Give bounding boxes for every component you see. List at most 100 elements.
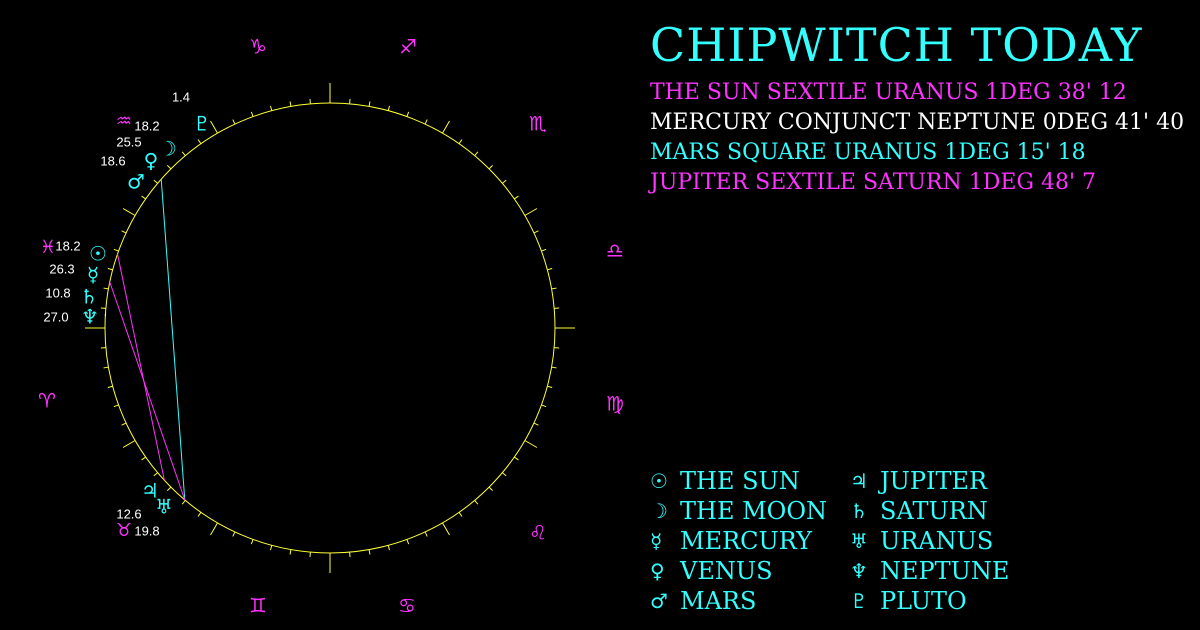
aspect-item: THE SUN SEXTILE URANUS 1DEG 38' 12 <box>650 80 1127 105</box>
neptune-icon: ♆ <box>81 305 99 329</box>
venus-icon: ♀ <box>144 149 159 173</box>
degree-label: 18.2 <box>55 238 80 253</box>
degree-tick <box>269 105 273 111</box>
legend-item: ♇PLUTO <box>850 586 1050 616</box>
saturn-icon: ♄ <box>80 285 98 309</box>
uranus-icon: ♅ <box>155 495 173 519</box>
degree-tick <box>210 120 218 134</box>
saturn-icon: ♄ <box>850 499 868 523</box>
mars-icon: ♂ <box>127 170 145 194</box>
degree-tick <box>121 230 127 234</box>
sign-marker-icon: ♉ <box>116 520 132 541</box>
legend-label: JUPITER <box>880 467 988 495</box>
sign-♈-icon: ♈ <box>38 389 56 413</box>
degree-tick <box>122 208 136 216</box>
degree-tick <box>533 422 539 426</box>
degree-tick <box>442 120 450 134</box>
degree-tick <box>442 522 450 536</box>
degree-tick <box>153 179 158 184</box>
degree-tick <box>514 456 519 461</box>
venus-icon: ♀ <box>650 559 665 583</box>
aspect-item: MERCURY CONJUNCT NEPTUNE 0DEG 41' 40 <box>650 110 1185 135</box>
degree-tick <box>424 119 428 125</box>
degree-tick <box>547 385 553 389</box>
natal-chart-wheel: ♑♐♏♎♍♌♋♊♈♇☽♀♂☉☿♄♆♃♅1.418.225.518.618.226… <box>38 35 624 618</box>
sun-icon: ☉ <box>89 242 107 266</box>
sign-♎-icon: ♎ <box>606 239 624 263</box>
degree-tick <box>488 165 493 170</box>
sign-♋-icon: ♋ <box>398 594 416 618</box>
degree-tick <box>250 111 254 117</box>
legend-item: ☉THE SUN <box>650 466 850 496</box>
mercury-icon: ☿ <box>650 529 663 553</box>
degree-label: 18.6 <box>100 153 125 168</box>
legend-item: ♄SATURN <box>850 496 1050 526</box>
pluto-icon: ♇ <box>850 589 868 613</box>
degree-label: 26.3 <box>49 261 74 276</box>
degree-tick <box>533 230 539 234</box>
legend-item: ☿ MERCURY <box>650 526 850 556</box>
jupiter-icon: ♃ <box>850 469 868 493</box>
moon-icon: ☽ <box>650 499 668 523</box>
degree-label: 19.8 <box>134 523 159 538</box>
degree-tick <box>107 267 113 271</box>
degree-tick <box>474 151 479 156</box>
degree-tick <box>488 486 493 491</box>
degree-tick <box>524 440 538 448</box>
sign-♐-icon: ♐ <box>399 35 417 59</box>
legend-label: THE MOON <box>680 497 828 525</box>
sign-marker-icon: ♓ <box>40 237 56 258</box>
legend-label: MERCURY <box>680 527 812 555</box>
degree-tick <box>141 195 146 200</box>
degree-tick <box>458 139 463 144</box>
mars-icon: ♂ <box>650 589 668 613</box>
degree-label: 12.6 <box>116 506 141 521</box>
degree-tick <box>541 404 547 408</box>
degree-tick <box>551 287 557 290</box>
degree-tick <box>387 105 391 111</box>
degree-tick <box>122 440 136 448</box>
degree-tick <box>406 111 410 117</box>
degree-tick <box>502 179 507 184</box>
aspect-item: MARS SQUARE URANUS 1DEG 15' 18 <box>650 140 1086 165</box>
degree-tick <box>153 472 158 477</box>
aspect-line <box>160 179 186 500</box>
moon-icon: ☽ <box>159 137 177 161</box>
degree-tick <box>514 195 519 200</box>
legend-label: NEPTUNE <box>880 557 1010 585</box>
degree-tick <box>368 549 371 555</box>
degree-tick <box>368 101 371 107</box>
degree-tick <box>250 539 254 545</box>
degree-tick <box>289 101 292 107</box>
degree-tick <box>547 267 553 271</box>
sign-♏-icon: ♏ <box>529 112 547 136</box>
degree-tick <box>387 545 391 551</box>
degree-tick <box>121 422 127 426</box>
degree-label: 10.8 <box>45 285 70 300</box>
degree-tick <box>269 545 273 551</box>
degree-tick <box>113 404 119 408</box>
jupiter-icon: ♃ <box>141 479 159 503</box>
degree-tick <box>197 139 202 144</box>
legend-label: VENUS <box>680 557 773 585</box>
uranus-icon: ♅ <box>850 529 868 553</box>
degree-tick <box>458 512 463 517</box>
aspect-line <box>117 253 165 481</box>
degree-label: 18.2 <box>134 118 159 133</box>
neptune-icon: ♆ <box>850 559 868 583</box>
legend-item: ♅URANUS <box>850 526 1050 556</box>
degree-tick <box>181 500 186 505</box>
degree-tick <box>289 549 292 555</box>
legend-label: MARS <box>680 587 757 615</box>
sign-♊-icon: ♊ <box>249 594 267 618</box>
legend-item: ♂ MARS <box>650 586 850 616</box>
degree-tick <box>181 151 186 156</box>
degree-tick <box>167 486 172 491</box>
legend-item: ♀ VENUS <box>650 556 850 586</box>
degree-tick <box>541 248 547 252</box>
degree-label: 1.4 <box>172 89 190 104</box>
legend-item: ♃ JUPITER <box>850 466 1050 496</box>
degree-tick <box>232 119 236 125</box>
sign-♑-icon: ♑ <box>249 35 267 59</box>
degree-tick <box>103 287 109 290</box>
